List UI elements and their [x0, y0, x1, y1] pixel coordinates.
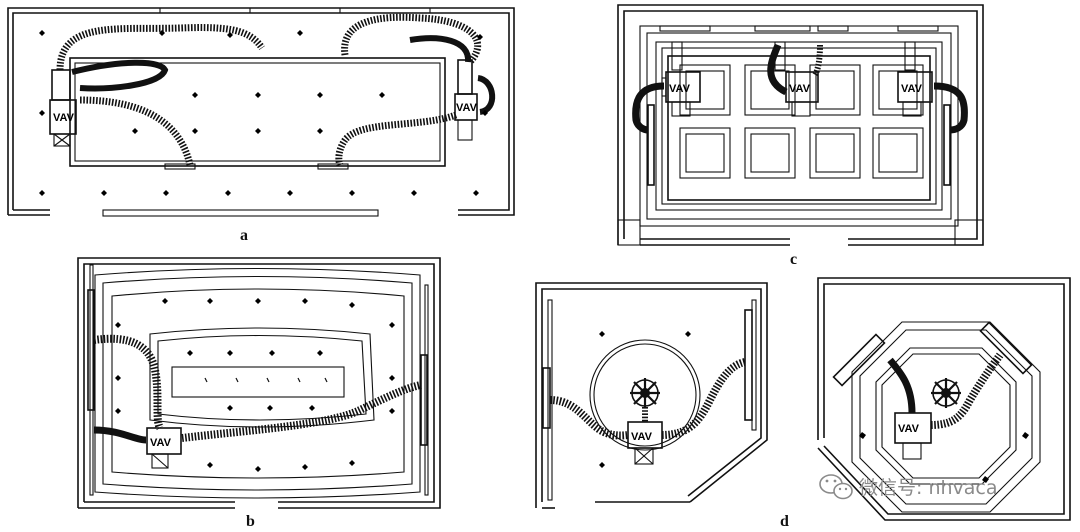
panel-d-left-round-diffuser — [630, 378, 660, 408]
panel-b-ducts — [93, 334, 422, 444]
panel-b-walls — [77, 257, 441, 509]
panel-b-slot-left — [87, 289, 95, 411]
panel-a: VAV VAV — [7, 7, 515, 244]
panel-c-vav-3: VAV — [897, 41, 933, 117]
panel-d-right-round-diffuser — [931, 378, 961, 408]
watermark: 微信号: nhvaca — [819, 474, 998, 500]
panel-d-left-slot-left — [542, 367, 551, 429]
panel-d-left-diffusers — [599, 331, 691, 468]
panel-b-slot-right — [420, 354, 428, 446]
panel-d-right: VAV — [817, 277, 1071, 521]
panel-a-walls — [7, 7, 515, 217]
panel-d-left-ducts — [549, 358, 747, 440]
panel-d-left-ceiling-ring — [589, 339, 701, 451]
panel-c-label: c — [790, 251, 797, 268]
wechat-icon — [819, 474, 853, 500]
panel-a-diffusers — [39, 30, 488, 196]
panel-d-left: VAV d — [535, 282, 789, 530]
svg-text:VAV: VAV — [898, 423, 920, 435]
panel-a-label: a — [240, 227, 248, 244]
panel-d-left-vav: VAV — [627, 421, 663, 465]
panel-b: VAV b — [77, 257, 441, 530]
panel-c-slot-right — [943, 104, 951, 186]
panel-b-slot-marks — [204, 377, 328, 383]
svg-text:VAV: VAV — [150, 437, 172, 449]
panel-c: VAV VAV VAV c — [617, 4, 984, 268]
panel-d-left-slot-right — [744, 309, 753, 421]
panel-a-vav-left: VAV — [49, 69, 77, 147]
svg-text:VAV: VAV — [901, 83, 923, 95]
panel-b-label: b — [246, 513, 255, 530]
panel-a-ducts — [56, 13, 496, 167]
panel-d-right-corner-diffusers — [859, 432, 1029, 483]
panel-d-right-slot-diffusers — [832, 321, 1033, 387]
panel-c-vav-2: VAV — [774, 41, 819, 117]
panel-c-ducts — [632, 43, 968, 134]
panel-b-diffusers — [115, 298, 395, 472]
panel-d-right-vav: VAV — [894, 412, 932, 460]
svg-text:VAV: VAV — [53, 112, 75, 124]
panel-c-walls — [617, 4, 984, 246]
svg-text:VAV: VAV — [669, 83, 691, 95]
panel-b-vav: VAV — [146, 427, 182, 469]
svg-text:VAV: VAV — [456, 102, 478, 114]
svg-text:VAV: VAV — [631, 431, 653, 443]
panel-a-vav-right: VAV — [454, 59, 478, 141]
watermark-text: 微信号: nhvaca — [859, 477, 998, 499]
panel-d-left-walls — [535, 282, 768, 509]
panel-c-coffers — [679, 64, 924, 179]
panel-d-label: d — [780, 513, 789, 530]
panel-d-right-ducts — [887, 352, 1004, 429]
panel-c-slot-left — [647, 104, 655, 186]
svg-text:VAV: VAV — [789, 83, 811, 95]
